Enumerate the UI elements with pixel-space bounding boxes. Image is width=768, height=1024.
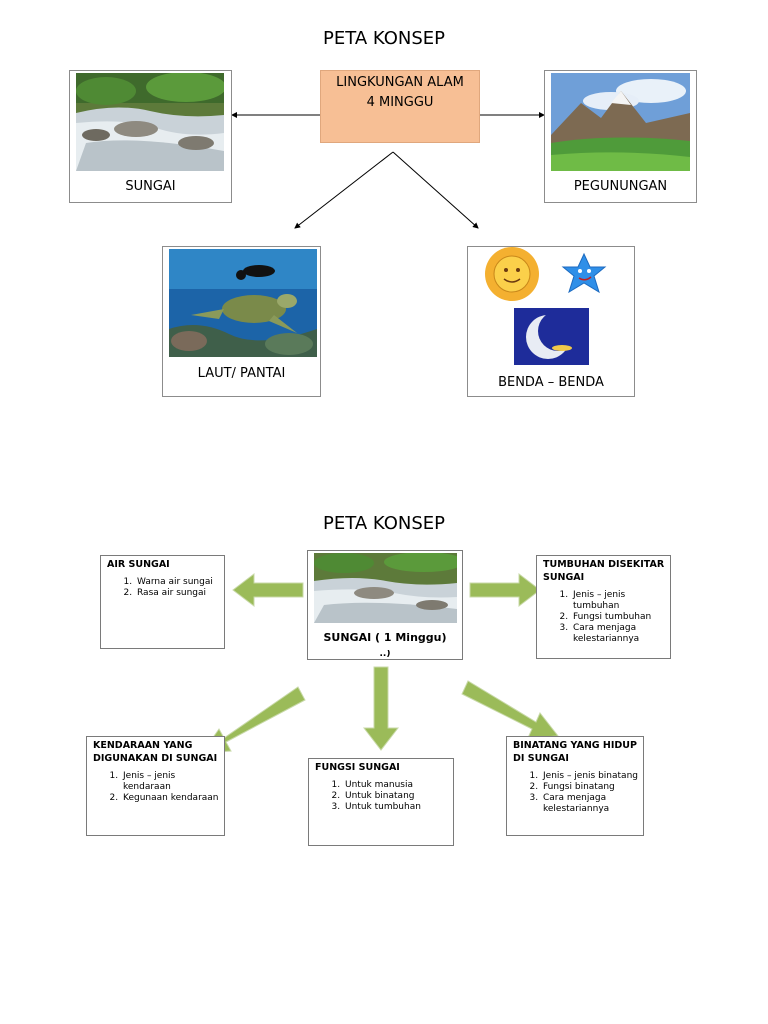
tumbuhan-heading: TUMBUHAN DISEKITAR SUNGAI <box>537 556 670 584</box>
fungsi-heading: FUNGSI SUNGAI <box>315 762 400 773</box>
list-item: Rasa air sungai <box>135 588 224 599</box>
center-node-sungai-extra: ..) <box>379 650 391 659</box>
arrow-to-air-sungai <box>232 572 304 608</box>
sun-icon <box>485 247 539 301</box>
node-laut-pantai: LAUT/ PANTAI <box>162 246 321 397</box>
list-item: Fungsi binatang <box>541 782 643 793</box>
center-node-line2: 4 MINGGU <box>366 95 434 110</box>
fungsi-list: Untuk manusia Untuk binatang Untuk tumbu… <box>309 780 453 813</box>
kendaraan-heading-line2: DIGUNAKAN DI SUNGAI <box>93 753 218 764</box>
node-pegunungan-label: PEGUNUNGAN <box>573 179 668 194</box>
box-air-sungai: AIR SUNGAI Warna air sungai Rasa air sun… <box>100 555 225 649</box>
list-item: Untuk tumbuhan <box>343 802 453 813</box>
list-item: Jenis – jenis kendaraan <box>121 771 224 793</box>
box-binatang: BINATANG YANG HIDUP DI SUNGAI Jenis – je… <box>506 736 644 836</box>
node-sungai: SUNGAI <box>69 70 232 203</box>
arrow-to-tumbuhan <box>469 572 541 608</box>
kendaraan-list: Jenis – jenis kendaraan Kegunaan kendara… <box>87 771 224 804</box>
binatang-heading: BINATANG YANG HIDUP DI SUNGAI <box>507 737 643 765</box>
air-sungai-heading: AIR SUNGAI <box>107 559 170 570</box>
binatang-heading-line2: DI SUNGAI <box>513 753 569 764</box>
box-kendaraan: KENDARAAN YANG DIGUNAKAN DI SUNGAI Jenis… <box>86 736 225 836</box>
center-node-sungai: SUNGAI ( 1 Minggu) ..) <box>307 550 463 660</box>
river-image-small <box>314 553 457 623</box>
node-sungai-label: SUNGAI <box>125 179 176 194</box>
list-item: Warna air sungai <box>135 577 224 588</box>
box-tumbuhan: TUMBUHAN DISEKITAR SUNGAI Jenis – jenis … <box>536 555 671 659</box>
celestial-objects-image <box>485 247 607 365</box>
top-connectors <box>231 112 545 229</box>
air-sungai-list: Warna air sungai Rasa air sungai <box>101 577 224 599</box>
list-item: Jenis – jenis binatang <box>541 771 643 782</box>
kendaraan-heading-line1: KENDARAAN YANG <box>93 740 193 751</box>
binatang-list: Jenis – jenis binatang Fungsi binatang C… <box>507 771 643 815</box>
top-title: PETA KONSEP <box>323 28 445 49</box>
connector-laut <box>294 151 394 229</box>
center-node-line1: LINGKUNGAN ALAM <box>336 75 464 90</box>
binatang-heading-line1: BINATANG YANG HIDUP <box>513 740 637 751</box>
bottom-title: PETA KONSEP <box>323 513 445 534</box>
list-item: Kegunaan kendaraan <box>121 793 224 804</box>
list-item: Untuk manusia <box>343 780 453 791</box>
connector-benda <box>392 151 479 229</box>
node-benda-benda: BENDA – BENDA <box>467 246 635 397</box>
list-item: Untuk binatang <box>343 791 453 802</box>
arrow-to-binatang <box>461 680 559 739</box>
star-icon <box>561 252 607 294</box>
center-node-sungai-label: SUNGAI ( 1 Minggu) <box>323 631 447 644</box>
box-fungsi-sungai: FUNGSI SUNGAI Untuk manusia Untuk binata… <box>308 758 454 846</box>
sea-turtle-image <box>169 249 317 357</box>
tumbuhan-heading-line2: SUNGAI <box>543 572 585 583</box>
tumbuhan-heading-line1: TUMBUHAN DISEKITAR <box>543 559 665 570</box>
river-image <box>76 73 224 171</box>
kendaraan-heading: KENDARAAN YANG DIGUNAKAN DI SUNGAI <box>87 737 224 765</box>
node-benda-label: BENDA – BENDA <box>498 375 604 390</box>
list-item: Cara menjaga kelestariannya <box>541 793 643 815</box>
list-item: Fungsi tumbuhan <box>571 612 670 623</box>
node-pegunungan: PEGUNUNGAN <box>544 70 697 203</box>
list-item: Cara menjaga kelestariannya <box>571 623 670 645</box>
mountain-image <box>551 73 690 171</box>
tumbuhan-list: Jenis – jenis tumbuhan Fungsi tumbuhan C… <box>537 590 670 645</box>
moon-icon <box>514 308 589 365</box>
center-node-lingkungan-alam: LINGKUNGAN ALAM 4 MINGGU <box>320 70 480 143</box>
list-item: Jenis – jenis tumbuhan <box>571 590 670 612</box>
arrow-to-fungsi-sungai <box>362 666 400 751</box>
node-laut-label: LAUT/ PANTAI <box>197 366 286 381</box>
